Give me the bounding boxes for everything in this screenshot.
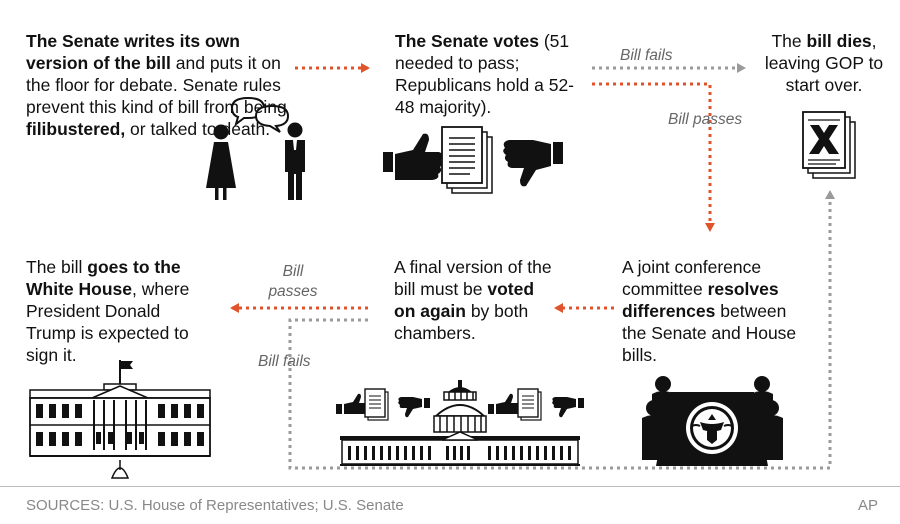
step-final-vote-text: by both chambers. bbox=[394, 301, 529, 343]
step-white-house-pre: The bill bbox=[26, 257, 88, 277]
footer-credit: AP bbox=[857, 497, 878, 514]
step-final-vote-pre: A final version of the bill must be bbox=[394, 257, 552, 299]
step-conference-text: between the Senate and House bills. bbox=[622, 301, 797, 365]
crossed-out-document-icon bbox=[802, 111, 856, 179]
step-white-house: The bill goes to the White House, where … bbox=[26, 256, 212, 366]
step-final-vote-bold: voted on again bbox=[394, 279, 535, 321]
step-senate-writes: The Senate writes its own version of the… bbox=[26, 30, 288, 140]
step-final-vote: A final version of the bill must be vote… bbox=[394, 256, 554, 344]
step-senate-writes-bold: The Senate writes its own version of the… bbox=[26, 31, 240, 73]
arrow-final-fails bbox=[288, 190, 835, 470]
step-senate-writes-end: or talked to death. bbox=[125, 119, 271, 139]
arrow-votes-passes bbox=[592, 82, 715, 232]
thumbs-up-document-thumbs-down-icon bbox=[383, 126, 563, 194]
label-bill-passes-bottom: Bill passes bbox=[268, 263, 318, 300]
step-bill-dies-pre: The bbox=[771, 31, 807, 51]
step-senate-votes: The Senate votes (51 needed to pass; Rep… bbox=[395, 30, 575, 118]
step-white-house-bold: goes to the White House bbox=[26, 257, 181, 299]
step-bill-dies-text: , leaving GOP to start over. bbox=[764, 31, 884, 95]
label-bill-passes-top: Bill passes bbox=[668, 111, 743, 128]
capitol-building-icon bbox=[336, 380, 584, 466]
footer-divider bbox=[0, 486, 900, 487]
two-people-speech-bubbles-icon bbox=[206, 96, 305, 200]
step-bill-dies: The bill dies, leaving GOP to start over… bbox=[758, 30, 890, 96]
label-bill-fails-bottom: Bill fails bbox=[258, 353, 311, 370]
step-conference-pre: A joint conference committee bbox=[622, 257, 762, 299]
white-house-icon bbox=[29, 360, 211, 479]
step-senate-writes-text: and puts it on the floor for debate. Sen… bbox=[26, 53, 287, 117]
step-conference: A joint conference committee resolves di… bbox=[622, 256, 802, 366]
filibustered-bold: filibustered, bbox=[26, 119, 126, 139]
conference-table-seal-icon bbox=[642, 376, 783, 466]
step-senate-votes-text: (51 needed to pass; Republicans hold a 5… bbox=[395, 31, 575, 117]
label-bill-fails-top: Bill fails bbox=[620, 47, 673, 64]
step-white-house-text: , where President Donald Trump is expect… bbox=[26, 279, 190, 365]
step-senate-votes-bold: The Senate votes bbox=[395, 31, 539, 51]
footer-sources: SOURCES: U.S. House of Representatives; … bbox=[26, 497, 404, 514]
step-bill-dies-bold: bill dies bbox=[806, 31, 872, 51]
step-conference-bold: resolves differences bbox=[622, 279, 779, 321]
